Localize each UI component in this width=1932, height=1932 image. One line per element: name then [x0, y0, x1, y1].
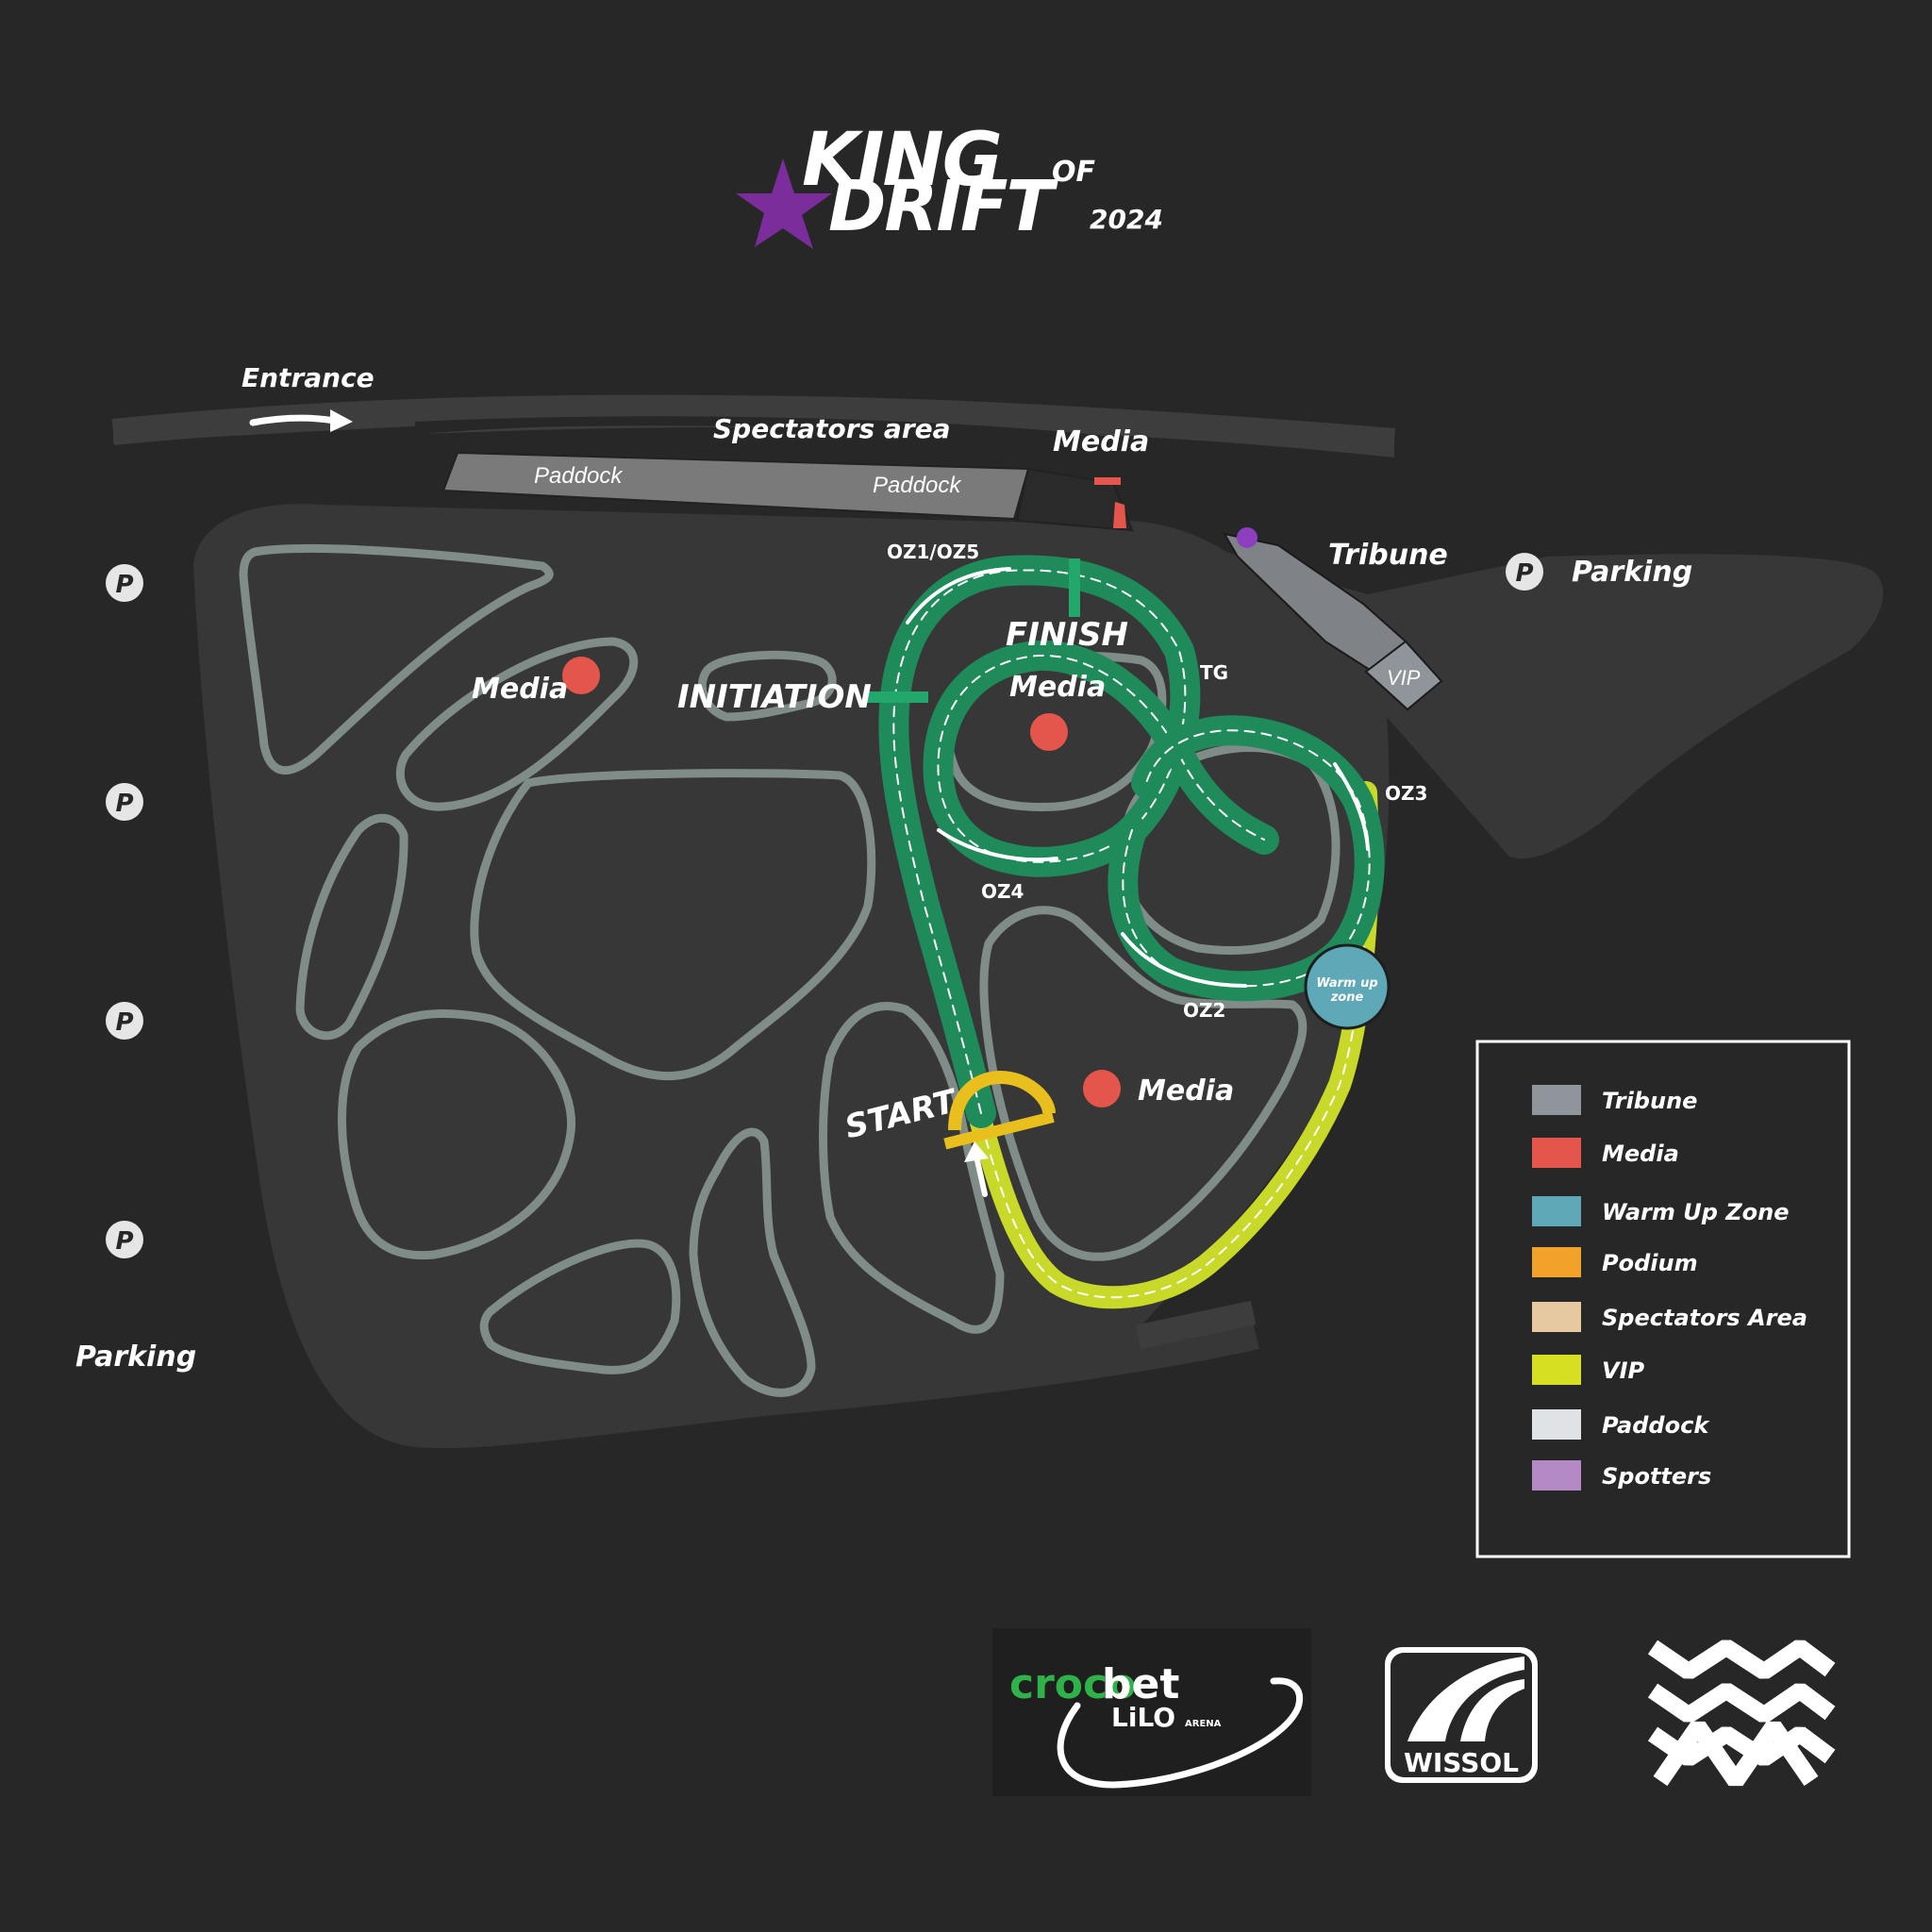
- spectators-area-label: Spectators area: [713, 413, 951, 444]
- legend-item-vip: VIP: [1532, 1355, 1645, 1385]
- clipping-zone-oz4: [937, 828, 1058, 862]
- parking-icon-2: P: [106, 783, 143, 821]
- legend-label: Tribune: [1602, 1088, 1697, 1114]
- sponsor-pattern-logo-icon: [1647, 1640, 1836, 1787]
- media-marker-top-2: [1113, 502, 1126, 528]
- parking-left-label: Parking: [75, 1341, 196, 1374]
- clipping-zone-oz1: [906, 567, 1011, 625]
- legend-item-media: Media: [1532, 1138, 1679, 1168]
- svg-text:P: P: [115, 1008, 133, 1037]
- logo-star-icon: [736, 158, 832, 249]
- spotter-marker: [1237, 527, 1257, 548]
- tribune-area: [1223, 527, 1443, 711]
- legend-item-warm-up-zone: Warm Up Zone: [1532, 1196, 1790, 1226]
- king-of-drift-logo: KING OF DRIFT 2024: [736, 118, 1163, 249]
- legend-label: Paddock: [1602, 1412, 1710, 1439]
- legend-label: Spotters: [1602, 1463, 1711, 1490]
- logo-of: OF: [1052, 156, 1096, 189]
- legend-swatch: [1532, 1355, 1581, 1385]
- legend-swatch: [1532, 1302, 1581, 1332]
- legend-item-spectators-area: Spectators Area: [1532, 1302, 1807, 1332]
- sponsor-croco-text: croco: [1009, 1660, 1136, 1708]
- parking-icon-right: P: [1506, 553, 1543, 591]
- legend-swatch: [1532, 1247, 1581, 1277]
- svg-text:P: P: [1515, 559, 1533, 588]
- svg-text:P: P: [115, 1227, 133, 1256]
- legend-label: Spectators Area: [1602, 1305, 1807, 1331]
- clipping-zone-oz2: [1121, 932, 1247, 988]
- clipping-zone-oz3: [1333, 762, 1370, 851]
- media-top-label: Media: [1053, 425, 1149, 458]
- paddock-label-left: Paddock: [534, 463, 624, 489]
- parking-icon-4: P: [106, 1221, 143, 1258]
- legend-label: Media: [1602, 1141, 1679, 1167]
- legend-item-spotters: Spotters: [1532, 1460, 1711, 1491]
- paddock-area: [441, 451, 1134, 532]
- parking-right-label: Parking: [1572, 556, 1692, 589]
- wissol-text: WISSOL: [1404, 1747, 1519, 1778]
- sponsor-bet-text: bet: [1102, 1660, 1179, 1708]
- arena-swoosh-icon: [1057, 1677, 1303, 1789]
- legend-item-tribune: Tribune: [1532, 1085, 1697, 1115]
- start-direction-arrow-icon: [964, 1141, 989, 1197]
- parking-icon-1: P: [106, 564, 143, 602]
- parking-icon-3: P: [106, 1002, 143, 1040]
- logo-year: 2024: [1090, 204, 1163, 235]
- venue-ground: [193, 504, 1884, 1449]
- legend-swatch: [1532, 1196, 1581, 1226]
- oz3-label: OZ3: [1385, 782, 1427, 805]
- warmup-label-2: zone: [1330, 991, 1364, 1005]
- initiation-label: INITIATION: [677, 678, 872, 716]
- media-marker-bottom: [1083, 1070, 1121, 1108]
- initiation-line-marker: [864, 691, 928, 703]
- legend-item-paddock: Paddock: [1532, 1409, 1710, 1440]
- legend-label: Warm Up Zone: [1602, 1199, 1790, 1225]
- oz4-label: OZ4: [981, 880, 1024, 903]
- media-marker-center: [1030, 713, 1068, 751]
- legend-swatch: [1532, 1409, 1581, 1440]
- legend-swatch: [1532, 1138, 1581, 1168]
- sponsor-crocobet-lilo-arena: croco bet LiLO ARENA: [992, 1628, 1311, 1796]
- legend-item-podium: Podium: [1532, 1247, 1698, 1277]
- legend-swatch: [1532, 1460, 1581, 1491]
- logo-king: KING: [802, 118, 1001, 203]
- wissol-road-icon: [1407, 1657, 1524, 1741]
- svg-text:P: P: [115, 571, 133, 599]
- media-marker-left: [562, 657, 600, 694]
- legend-label: VIP: [1602, 1357, 1645, 1384]
- finish-line-marker: [1069, 558, 1080, 617]
- oz2-label: OZ2: [1183, 999, 1225, 1022]
- media-center-label: Media: [1009, 671, 1106, 704]
- svg-text:P: P: [115, 790, 133, 818]
- legend-swatch: [1532, 1085, 1581, 1115]
- oz1-oz5-label: OZ1/OZ5: [887, 541, 979, 563]
- tribune-label: Tribune: [1328, 539, 1448, 572]
- competition-track: [878, 555, 1385, 1128]
- media-bottom-label: Media: [1138, 1074, 1234, 1108]
- legend-label: Podium: [1602, 1250, 1698, 1276]
- sponsor-wissol: WISSOL: [1385, 1647, 1538, 1783]
- start-gate: [943, 1070, 1056, 1150]
- sponsor-arena-text: ARENA: [1185, 1719, 1222, 1729]
- logo-drift: DRIFT: [828, 166, 1058, 247]
- bottom-strip: [1135, 1300, 1257, 1350]
- paddock-label-right: Paddock: [873, 473, 962, 498]
- sponsor-lilo-text: LiLO: [1111, 1702, 1175, 1733]
- warmup-label-1: Warm up: [1316, 976, 1377, 991]
- tg-label: TG: [1200, 661, 1228, 684]
- vip-box-label: VIP: [1387, 666, 1421, 690]
- warm-up-zone-marker: [1304, 943, 1391, 1030]
- entrance-arrow-icon: [249, 409, 353, 432]
- entrance-label: Entrance: [242, 362, 375, 393]
- finish-label: FINISH: [1006, 616, 1128, 654]
- media-left-label: Media: [472, 673, 568, 706]
- media-marker-top: [1094, 477, 1121, 485]
